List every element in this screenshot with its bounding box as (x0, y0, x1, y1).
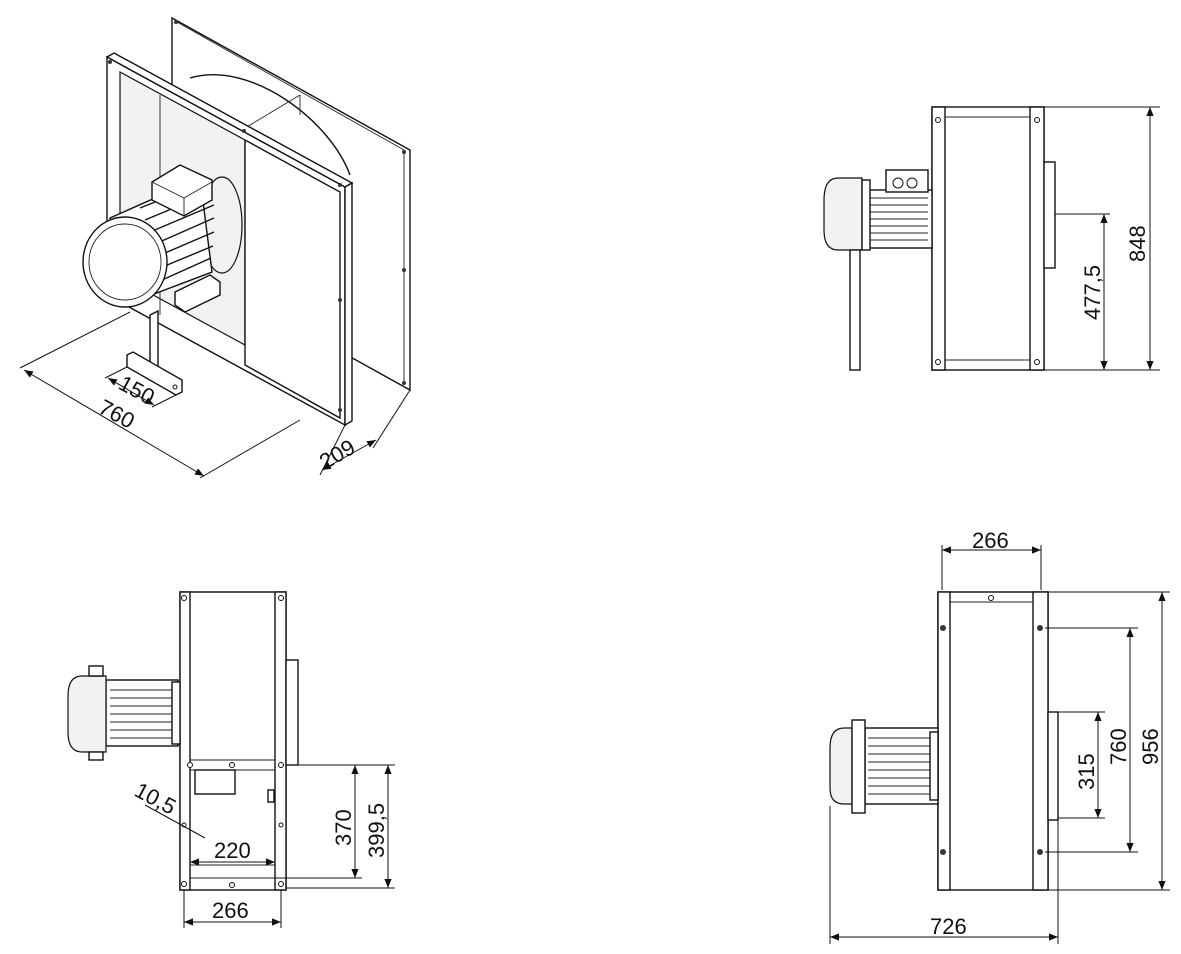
front-inlet-cone (1047, 711, 1059, 821)
side-leg (849, 249, 861, 371)
dim-side-477: 477,5 (1080, 265, 1105, 320)
dim-front-266: 266 (972, 528, 1009, 553)
bottom-view: 10,5 220 266 370 399,5 (67, 591, 395, 928)
front-motor-endcap (829, 727, 853, 805)
dim-bottom-266: 266 (212, 898, 249, 923)
bottom-motor-body (105, 679, 179, 747)
bottom-right-flange (274, 591, 287, 891)
side-plate (244, 138, 341, 420)
dim-bottom-220: 220 (214, 838, 251, 863)
side-motor-endcap (823, 177, 863, 251)
front-view: 266 726 315 760 956 (829, 528, 1170, 944)
isometric-view: 150 760 209 (19, 16, 411, 479)
front-left-flange (937, 591, 951, 891)
dim-front-726: 726 (930, 914, 967, 939)
bottom-left-flange (179, 591, 191, 891)
impeller-curve (189, 74, 351, 176)
dim-side-848: 848 (1125, 225, 1150, 262)
side-left-flange (931, 106, 946, 371)
dim-front-956: 956 (1138, 728, 1163, 765)
terminal-box (151, 164, 213, 217)
motor (82, 164, 243, 313)
side-inlet-cone (1043, 161, 1056, 269)
dim-front-760: 760 (1106, 728, 1131, 765)
motor-foot (174, 274, 221, 313)
front-right-flange (1032, 591, 1049, 891)
bottom-motor-endcap (67, 675, 107, 753)
front-motor-body (864, 727, 939, 805)
dim-bottom-399-5: 399,5 (364, 803, 389, 858)
dim-bottom-370: 370 (331, 809, 356, 846)
side-right-flange (1029, 106, 1045, 371)
dim-bottom-10-5: 10,5 (131, 777, 181, 819)
motor-endcap (82, 216, 168, 308)
side-view: 848 477,5 (823, 106, 1160, 371)
dim-front-315: 315 (1074, 753, 1099, 790)
bottom-inlet-cone (285, 659, 299, 766)
dim-iso-209: 209 (315, 434, 359, 474)
